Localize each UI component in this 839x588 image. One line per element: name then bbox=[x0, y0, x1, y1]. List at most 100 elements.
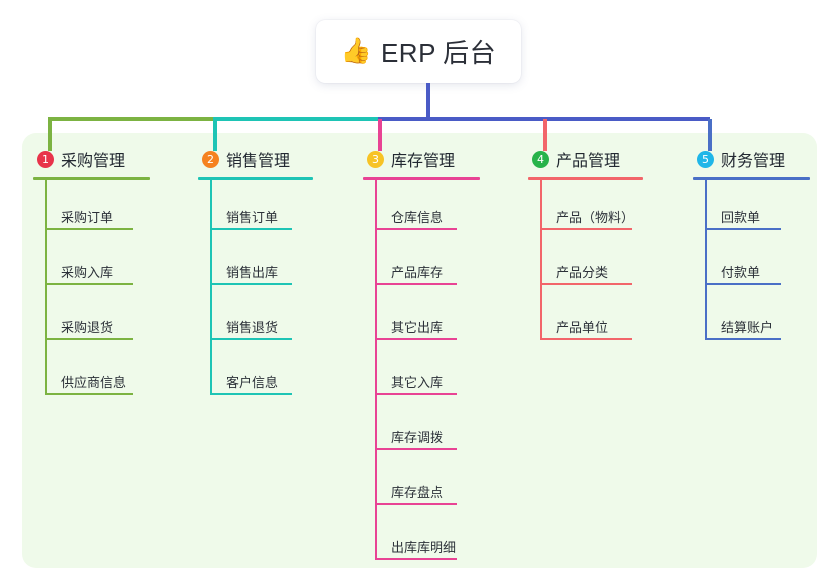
leaf-node-underline bbox=[705, 228, 781, 230]
leaf-node-label: 采购退货 bbox=[61, 320, 114, 335]
leaf-node[interactable]: 付款单 bbox=[693, 235, 810, 290]
leaf-node-label: 其它入库 bbox=[391, 375, 444, 390]
leaf-node-underline bbox=[210, 393, 292, 395]
branch-column-5: 5 财务管理回款单付款单结算账户 bbox=[693, 147, 810, 345]
leaf-node-label: 结算账户 bbox=[721, 320, 774, 335]
branch-drop-line-1 bbox=[48, 119, 52, 151]
root-stem-line bbox=[426, 83, 430, 121]
leaf-node[interactable]: 回款单 bbox=[693, 180, 810, 235]
leaf-node-label: 出库库明细 bbox=[391, 540, 457, 555]
branch-header-5[interactable]: 5 财务管理 bbox=[693, 147, 810, 171]
leaf-node[interactable]: 仓库信息 bbox=[363, 180, 480, 235]
leaf-node-underline bbox=[375, 448, 457, 450]
leaf-node[interactable]: 供应商信息 bbox=[33, 345, 150, 400]
leaf-node-underline bbox=[45, 228, 133, 230]
branch-title-4: 产品管理 bbox=[556, 153, 621, 170]
branch-underline-1 bbox=[33, 177, 150, 180]
leaf-node[interactable]: 库存盘点 bbox=[363, 455, 480, 510]
leaf-node[interactable]: 其它入库 bbox=[363, 345, 480, 400]
branch-spine-4 bbox=[540, 180, 542, 340]
branch-drop-line-5 bbox=[708, 119, 712, 151]
leaf-node-label: 库存调拨 bbox=[391, 430, 444, 445]
leaf-node-label: 回款单 bbox=[721, 210, 761, 225]
bus-segment-1 bbox=[48, 117, 213, 121]
leaf-node[interactable]: 客户信息 bbox=[198, 345, 313, 400]
branch-underline-4 bbox=[528, 177, 643, 180]
thumbs-up-icon: 👍 bbox=[340, 37, 372, 65]
branch-underline-2 bbox=[198, 177, 313, 180]
leaf-node[interactable]: 产品（物料） bbox=[528, 180, 643, 235]
branch-header-2[interactable]: 2 销售管理 bbox=[198, 147, 313, 171]
branch-spine-5 bbox=[705, 180, 707, 340]
leaf-node[interactable]: 库存调拨 bbox=[363, 400, 480, 455]
leaf-node[interactable]: 结算账户 bbox=[693, 290, 810, 345]
branch-drop-line-2 bbox=[213, 119, 217, 151]
bus-segment-2 bbox=[213, 117, 378, 121]
leaf-node-underline bbox=[210, 228, 292, 230]
branch-items-1: 采购订单采购入库采购退货供应商信息 bbox=[33, 180, 150, 400]
leaf-node[interactable]: 销售订单 bbox=[198, 180, 313, 235]
leaf-node-underline bbox=[375, 338, 457, 340]
leaf-node[interactable]: 产品库存 bbox=[363, 235, 480, 290]
leaf-node-underline bbox=[210, 283, 292, 285]
leaf-node-underline bbox=[705, 283, 781, 285]
leaf-node-label: 采购入库 bbox=[61, 265, 114, 280]
leaf-node-underline bbox=[45, 393, 133, 395]
branch-number-badge-4: 4 bbox=[532, 150, 549, 168]
leaf-node-label: 供应商信息 bbox=[61, 375, 127, 390]
leaf-node-underline bbox=[375, 283, 457, 285]
leaf-node[interactable]: 产品单位 bbox=[528, 290, 643, 345]
leaf-node-underline bbox=[210, 338, 292, 340]
leaf-node-underline bbox=[45, 338, 133, 340]
root-node[interactable]: 👍 ERP 后台 bbox=[316, 20, 521, 83]
root-title: ERP 后台 bbox=[380, 38, 497, 68]
leaf-node-label: 产品分类 bbox=[556, 265, 609, 280]
branch-title-5: 财务管理 bbox=[721, 153, 786, 170]
branch-number-badge-2: 2 bbox=[202, 150, 219, 168]
leaf-node-underline bbox=[375, 558, 457, 560]
branch-spine-3 bbox=[375, 180, 377, 560]
branch-items-3: 仓库信息产品库存其它出库其它入库库存调拨库存盘点出库库明细 bbox=[363, 180, 480, 565]
leaf-node[interactable]: 销售退货 bbox=[198, 290, 313, 345]
leaf-node[interactable]: 采购订单 bbox=[33, 180, 150, 235]
leaf-node-underline bbox=[375, 228, 457, 230]
branch-underline-3 bbox=[363, 177, 480, 180]
leaf-node-label: 采购订单 bbox=[61, 210, 114, 225]
leaf-node[interactable]: 销售出库 bbox=[198, 235, 313, 290]
leaf-node-label: 产品单位 bbox=[556, 320, 609, 335]
branch-number-badge-5: 5 bbox=[697, 150, 714, 168]
branch-column-4: 4 产品管理产品（物料） 产品分类产品单位 bbox=[528, 147, 643, 345]
branch-spine-2 bbox=[210, 180, 212, 395]
leaf-node[interactable]: 其它出库 bbox=[363, 290, 480, 345]
leaf-node-label: 销售出库 bbox=[226, 265, 279, 280]
branch-title-3: 库存管理 bbox=[391, 153, 456, 170]
leaf-node-underline bbox=[375, 393, 457, 395]
branch-title-2: 销售管理 bbox=[226, 153, 291, 170]
leaf-node-label: 库存盘点 bbox=[391, 485, 444, 500]
leaf-node-label: 付款单 bbox=[721, 265, 761, 280]
leaf-node-underline bbox=[45, 283, 133, 285]
leaf-node-label: 销售退货 bbox=[226, 320, 279, 335]
leaf-node-underline bbox=[540, 228, 632, 230]
leaf-node-label: 其它出库 bbox=[391, 320, 444, 335]
branch-header-4[interactable]: 4 产品管理 bbox=[528, 147, 643, 171]
branch-drop-line-3 bbox=[378, 119, 382, 151]
leaf-node[interactable]: 采购退货 bbox=[33, 290, 150, 345]
branches-panel bbox=[22, 133, 817, 568]
leaf-node-label: 仓库信息 bbox=[391, 210, 444, 225]
branch-items-4: 产品（物料） 产品分类产品单位 bbox=[528, 180, 643, 345]
leaf-node-underline bbox=[375, 503, 457, 505]
leaf-node-label: 销售订单 bbox=[226, 210, 279, 225]
leaf-node[interactable]: 出库库明细 bbox=[363, 510, 480, 565]
leaf-node[interactable]: 产品分类 bbox=[528, 235, 643, 290]
branch-items-2: 销售订单销售出库销售退货客户信息 bbox=[198, 180, 313, 400]
branch-number-badge-1: 1 bbox=[37, 150, 54, 168]
leaf-node-label: 客户信息 bbox=[226, 375, 279, 390]
leaf-node[interactable]: 采购入库 bbox=[33, 235, 150, 290]
branch-spine-1 bbox=[45, 180, 47, 395]
